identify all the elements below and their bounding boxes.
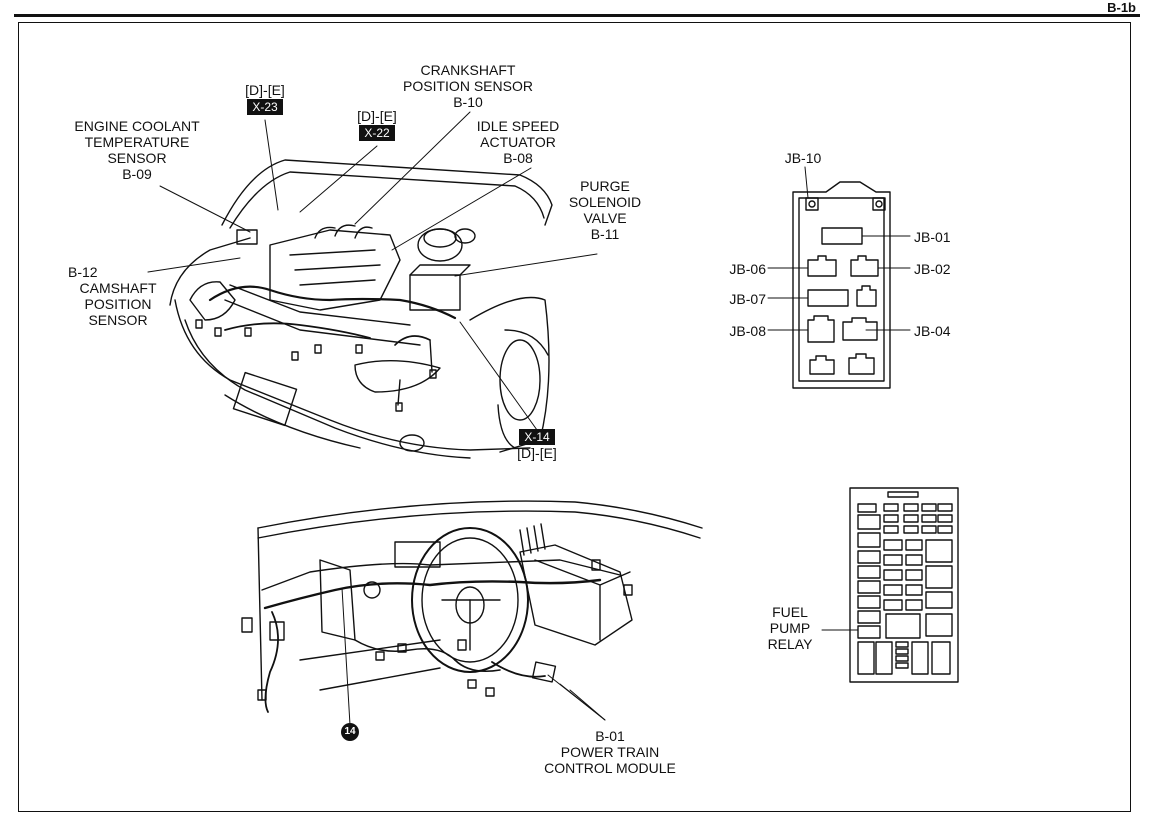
engine-bay-illustration bbox=[169, 159, 553, 459]
jb-10-label: JB-10 bbox=[784, 150, 822, 166]
junction-box-leaders bbox=[767, 166, 911, 331]
jb-06-label: JB-06 bbox=[729, 261, 766, 277]
connector-x14-label: X-14 [D]-[E] bbox=[517, 429, 557, 461]
connector-x14-tag: X-14 bbox=[519, 429, 555, 445]
ground-point-14-marker: 14 bbox=[341, 723, 359, 741]
top-rule bbox=[14, 14, 1140, 17]
connector-x23-label: [D]-[E] X-23 bbox=[245, 82, 285, 115]
junction-box-drawing bbox=[792, 181, 891, 389]
connector-x23-tag: X-23 bbox=[247, 99, 283, 115]
connector-x22-tag: X-22 bbox=[359, 125, 395, 141]
engine-coolant-temp-sensor-label: ENGINE COOLANT TEMPERATURE SENSOR B-09 bbox=[74, 118, 200, 182]
crankshaft-position-sensor-label: CRANKSHAFT POSITION SENSOR B-10 bbox=[403, 62, 533, 110]
relay-box-drawing bbox=[849, 487, 959, 683]
diagram-frame bbox=[18, 22, 1131, 812]
jb-07-label: JB-07 bbox=[729, 291, 766, 307]
pcm-label: B-01 POWER TRAIN CONTROL MODULE bbox=[544, 728, 676, 776]
jb-08-label: JB-08 bbox=[729, 323, 766, 339]
dashboard-illustration bbox=[241, 500, 703, 713]
page-code: B-1b bbox=[1107, 0, 1136, 15]
engine-bay-leaders bbox=[147, 111, 598, 431]
camshaft-position-sensor-label: B-12 CAMSHAFT POSITION SENSOR bbox=[68, 264, 157, 328]
idle-speed-actuator-label: IDLE SPEED ACTUATOR B-08 bbox=[476, 118, 560, 166]
dashboard-leaders bbox=[341, 587, 606, 726]
purge-solenoid-valve-label: PURGE SOLENOID VALVE B-11 bbox=[568, 178, 642, 242]
jb-04-label: JB-04 bbox=[914, 323, 951, 339]
jb-02-label: JB-02 bbox=[914, 261, 951, 277]
fuel-pump-relay-label: FUEL PUMP RELAY bbox=[767, 604, 813, 652]
jb-01-label: JB-01 bbox=[914, 229, 951, 245]
connector-x22-label: [D]-[E] X-22 bbox=[357, 108, 397, 141]
